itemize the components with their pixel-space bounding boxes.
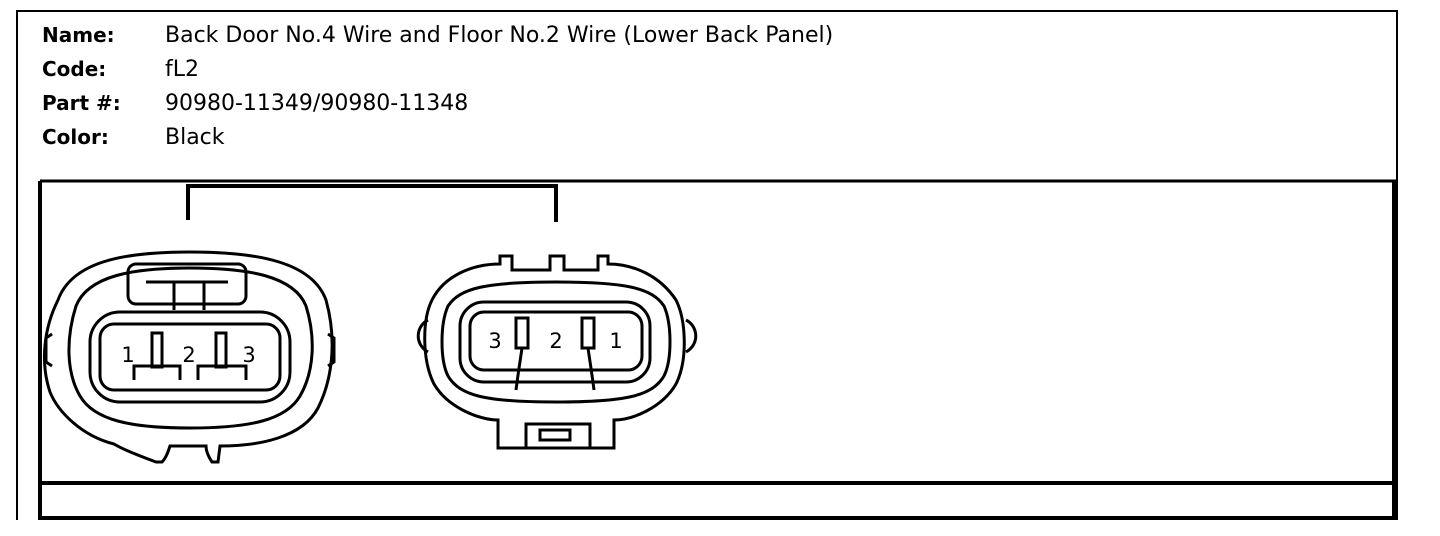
color-row: Color: Black xyxy=(42,120,833,154)
color-label: Color: xyxy=(42,125,109,149)
part-number-label: Part #: xyxy=(42,91,121,115)
right-connector xyxy=(416,254,698,450)
outer-frame xyxy=(16,10,1398,520)
left-pin-label: 1 xyxy=(121,343,134,367)
left-pin-label: 3 xyxy=(242,343,255,367)
diagram-frame xyxy=(38,179,1396,520)
color-value: Black xyxy=(165,124,225,150)
code-value: fL2 xyxy=(165,56,199,82)
name-value: Back Door No.4 Wire and Floor No.2 Wire … xyxy=(165,22,834,48)
part-number-row: Part #: 90980-11349/90980-11348 xyxy=(42,86,833,120)
name-label: Name: xyxy=(42,23,115,47)
code-label: Code: xyxy=(42,57,107,81)
right-pin-label: 1 xyxy=(609,329,622,353)
code-row: Code: fL2 xyxy=(42,52,833,86)
right-pin-label: 3 xyxy=(488,329,501,353)
right-pin-label: 2 xyxy=(549,329,562,353)
part-number-value: 90980-11349/90980-11348 xyxy=(165,90,469,116)
left-pin-label: 2 xyxy=(182,343,195,367)
connector-info-table: Name: Back Door No.4 Wire and Floor No.2… xyxy=(42,18,833,154)
left-connector xyxy=(42,250,336,464)
name-row: Name: Back Door No.4 Wire and Floor No.2… xyxy=(42,18,833,52)
connector-pair-bracket xyxy=(186,184,558,222)
